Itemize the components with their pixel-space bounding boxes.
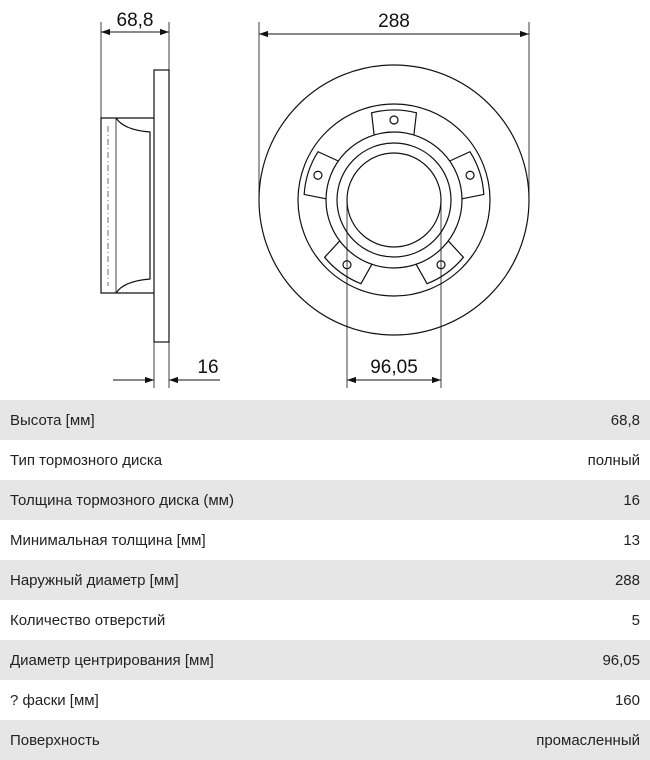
spec-row: Диаметр центрирования [мм] 96,05 (0, 640, 650, 680)
spec-value: 96,05 (602, 651, 640, 669)
spec-value: 16 (623, 491, 640, 509)
bolt-hole (313, 170, 323, 180)
hub-lug (449, 150, 485, 200)
spec-row: Наружный диаметр [мм] 288 (0, 560, 650, 600)
hub-lug (370, 109, 418, 136)
bolt-hole (389, 115, 399, 125)
spec-row: Поверхность промасленный (0, 720, 650, 760)
spec-row: Высота [мм] 68,8 (0, 400, 650, 440)
spec-label: Тип тормозного диска (10, 451, 163, 469)
hat-outer-circle (297, 103, 491, 297)
spec-label: Высота [мм] (10, 411, 95, 429)
brake-disc-drawing: 68,8 16 288 96,05 (100, 10, 530, 388)
hat-inner-circle (325, 131, 463, 269)
spec-label: Минимальная толщина [мм] (10, 531, 206, 549)
height-dim-label: 68,8 (117, 10, 154, 31)
side-view-disc-ring (153, 69, 170, 343)
side-view (100, 22, 170, 388)
spec-label: Диаметр центрирования [мм] (10, 651, 214, 669)
spec-row: Минимальная толщина [мм] 13 (0, 520, 650, 560)
spec-value: 160 (614, 691, 640, 709)
spec-value: промасленный (536, 731, 640, 749)
center-bore (346, 152, 442, 248)
spec-row: ? фаски [мм] 160 (0, 680, 650, 720)
spec-label: ? фаски [мм] (10, 691, 99, 709)
thickness-dim-label: 16 (197, 357, 218, 378)
spec-value: полный (587, 451, 640, 469)
spec-label: Наружный диаметр [мм] (10, 571, 179, 589)
outer-dim-label: 288 (378, 11, 410, 32)
front-view (258, 22, 530, 388)
hub-lug (415, 240, 465, 285)
spec-value: 5 (631, 611, 640, 629)
spec-label: Количество отверстий (10, 611, 166, 629)
spec-row: Количество отверстий 5 (0, 600, 650, 640)
spec-label: Толщина тормозного диска (мм) (10, 491, 234, 509)
bolt-hole (465, 170, 475, 180)
spec-value: 68,8 (610, 411, 640, 429)
spec-row: Тип тормозного диска полный (0, 440, 650, 480)
spec-value: 288 (614, 571, 640, 589)
technical-drawing-svg: 68,8 16 288 96,05 (100, 10, 530, 388)
outer-rim-circle (258, 64, 530, 336)
spec-row: Толщина тормозного диска (мм) 16 (0, 480, 650, 520)
spec-value: 13 (623, 531, 640, 549)
center-bore-ring (336, 142, 452, 258)
centering-dim-label: 96,05 (370, 357, 418, 378)
spec-label: Поверхность (10, 731, 100, 749)
hub-lug (323, 240, 373, 285)
hub-lug (303, 150, 339, 200)
side-view-hat (100, 117, 154, 294)
lug-group (303, 109, 485, 285)
